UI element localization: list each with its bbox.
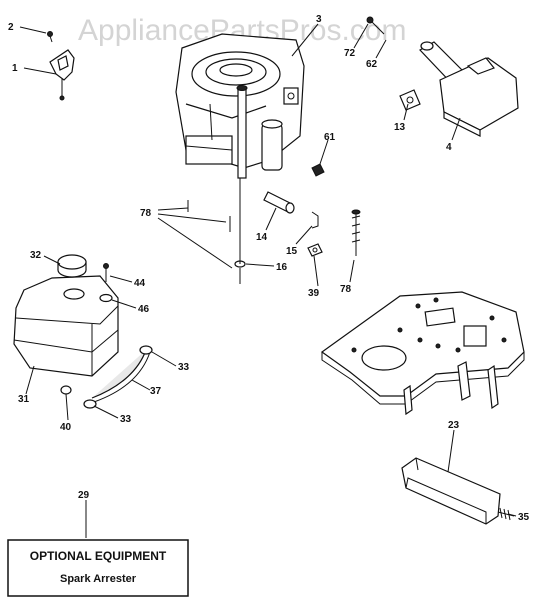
- callout-62: 62: [366, 59, 378, 70]
- callout-4: 4: [446, 142, 452, 153]
- heat-shield-part-23: [401, 457, 501, 525]
- throttle-control-bracket: [49, 49, 75, 101]
- fitting-part-40: [60, 385, 72, 395]
- clip-part-15: [311, 211, 319, 229]
- leader-lines: [19, 23, 517, 538]
- oil-drain-pipe-part-14: [263, 191, 295, 214]
- plug-part-61: [311, 163, 325, 177]
- callout-31: 31: [18, 394, 30, 405]
- nut-part-39: [307, 243, 323, 257]
- callout-29: 29: [78, 490, 90, 501]
- optional-equipment-title: OPTIONAL EQUIPMENT: [30, 549, 167, 563]
- optional-equipment-box: OPTIONAL EQUIPMENT Spark Arrester: [7, 539, 189, 597]
- clamp-part-33-upper: [139, 345, 153, 355]
- fuel-cap-part-32: [57, 254, 87, 278]
- callout-72: 72: [344, 48, 356, 59]
- callout-61: 61: [324, 132, 336, 143]
- fuel-tank-neck: [63, 288, 85, 300]
- screw-part-44: [103, 263, 109, 282]
- bolt-part-72: [366, 16, 385, 35]
- gasket-part-13: [399, 89, 421, 111]
- callout-14: 14: [256, 232, 268, 243]
- callout-numbers: 2 1 3 72 62 13 4 61 78 14 15 16 39 78 32…: [8, 14, 530, 523]
- muffler-part-4: [439, 57, 519, 137]
- screw-part-35: [497, 507, 515, 521]
- bolt-part-78-left: [187, 178, 241, 284]
- callout-13: 13: [394, 122, 406, 133]
- callout-32: 32: [30, 250, 42, 261]
- callout-46: 46: [138, 304, 150, 315]
- optional-equipment-subtitle: Spark Arrester: [60, 573, 137, 585]
- screw-part-2: [47, 31, 53, 43]
- callout-2: 2: [8, 22, 14, 33]
- callout-16: 16: [276, 262, 288, 273]
- callout-78-right: 78: [340, 284, 352, 295]
- callout-33-upper: 33: [178, 362, 190, 373]
- callout-37: 37: [150, 386, 162, 397]
- engine-mount-plate: [320, 291, 525, 416]
- callout-40: 40: [60, 422, 72, 433]
- bolt-part-78-right: [351, 209, 361, 256]
- callout-78-left: 78: [140, 208, 152, 219]
- washer-part-46: [99, 293, 113, 303]
- callout-23: 23: [448, 420, 460, 431]
- callout-44: 44: [134, 278, 146, 289]
- engine-assembly: [175, 33, 305, 179]
- callout-33-lower: 33: [120, 414, 132, 425]
- callout-35: 35: [518, 512, 530, 523]
- fuel-line-part-37: [91, 349, 151, 403]
- callout-39: 39: [308, 288, 320, 299]
- clamp-part-33-lower: [83, 399, 97, 409]
- callout-1: 1: [12, 63, 18, 74]
- callout-15: 15: [286, 246, 298, 257]
- callout-3: 3: [316, 14, 322, 25]
